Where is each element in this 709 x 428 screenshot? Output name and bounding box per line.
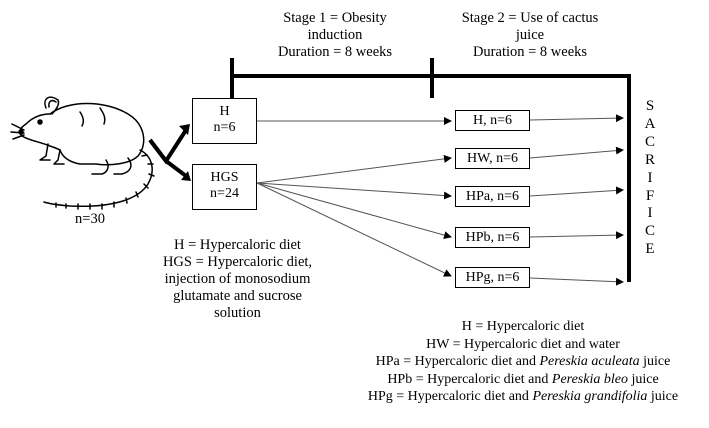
sacrifice-letter: R [644,151,655,168]
group-count: n=24 [210,186,239,201]
legend-stage1: H = Hypercaloric diet HGS = Hypercaloric… [150,237,325,322]
sacrifice-label: S A C R I F I C E [640,98,660,259]
sacrifice-letter: F [645,187,655,204]
stage1-duration: Duration = 8 weeks [277,44,393,60]
legend-suffix: juice [627,371,659,387]
stage2-title: Stage 2 = Use of cactus [461,10,599,26]
sacrifice-letter: C [644,223,655,240]
legend-prefix: HPa = Hypercaloric diet and [375,354,540,369]
legend-species: Pereskia grandifolia [532,389,648,404]
legend-item: H = Hypercaloric diet [358,318,688,336]
legend-prefix: H = Hypercaloric diet [461,319,585,334]
stage1-title: Stage 1 = Obesity [283,10,387,26]
sacrifice-letter: S [645,98,655,114]
legend-suffix: juice [639,354,671,369]
legend-item: injection of monosodium [164,271,311,287]
legend-prefix: HPb = Hypercaloric diet and [387,371,552,387]
sacrifice-letter: I [647,205,653,222]
group-box-h-stage2: H, n=6 [455,110,530,131]
stage2-header: Stage 2 = Use of cactus juice Duration =… [440,10,620,61]
timeline [230,58,631,282]
legend-stage2: H = Hypercaloric diet HW = Hypercaloric … [358,318,688,406]
group-box-hpa: HPa, n=6 [455,186,530,207]
group-box-hw: HW, n=6 [455,148,530,169]
stage2-duration: Duration = 8 weeks [472,44,588,60]
legend-prefix: HPg = Hypercaloric diet and [367,389,533,404]
group-box-hgs: HGS n=24 [192,164,257,210]
stage1-header: Stage 1 = Obesity induction Duration = 8… [250,10,420,61]
split-arrows [148,124,191,181]
arrows-hgs-fanout [256,154,452,277]
legend-item: HPb = Hypercaloric diet and Pereskia ble… [358,371,688,389]
legend-prefix: HW = Hypercaloric diet and water [426,336,620,352]
legend-item: HGS = Hypercaloric diet, [162,254,313,270]
legend-item: HPg = Hypercaloric diet and Pereskia gra… [358,388,688,406]
group-box-hpg: HPg, n=6 [455,267,530,288]
sacrifice-letter: I [647,169,653,186]
rat-icon [10,92,160,222]
start-count: n=30 [75,211,105,227]
group-name: HGS [210,170,239,185]
group-box-h: H n=6 [192,98,257,144]
legend-species: Pereskia aculeata [539,354,640,369]
legend-item: H = Hypercaloric diet [174,237,301,253]
legend-item: solution [214,305,261,321]
legend-item: HW = Hypercaloric diet and water [358,336,688,354]
sacrifice-letter: A [644,115,656,132]
stage2-subtitle: juice [515,27,545,43]
legend-suffix: juice [647,389,679,404]
group-count: n=6 [213,120,236,135]
sacrifice-letter: C [644,133,655,150]
group-name: H [219,104,230,119]
group-box-hpb: HPb, n=6 [455,227,530,248]
legend-species: Pereskia bleo [551,371,628,387]
sacrifice-letter: E [645,241,655,258]
arrows-to-sacrifice [529,114,624,286]
legend-item: HPa = Hypercaloric diet and Pereskia acu… [358,353,688,371]
stage1-subtitle: induction [307,27,363,43]
legend-item: glutamate and sucrose [173,288,302,304]
